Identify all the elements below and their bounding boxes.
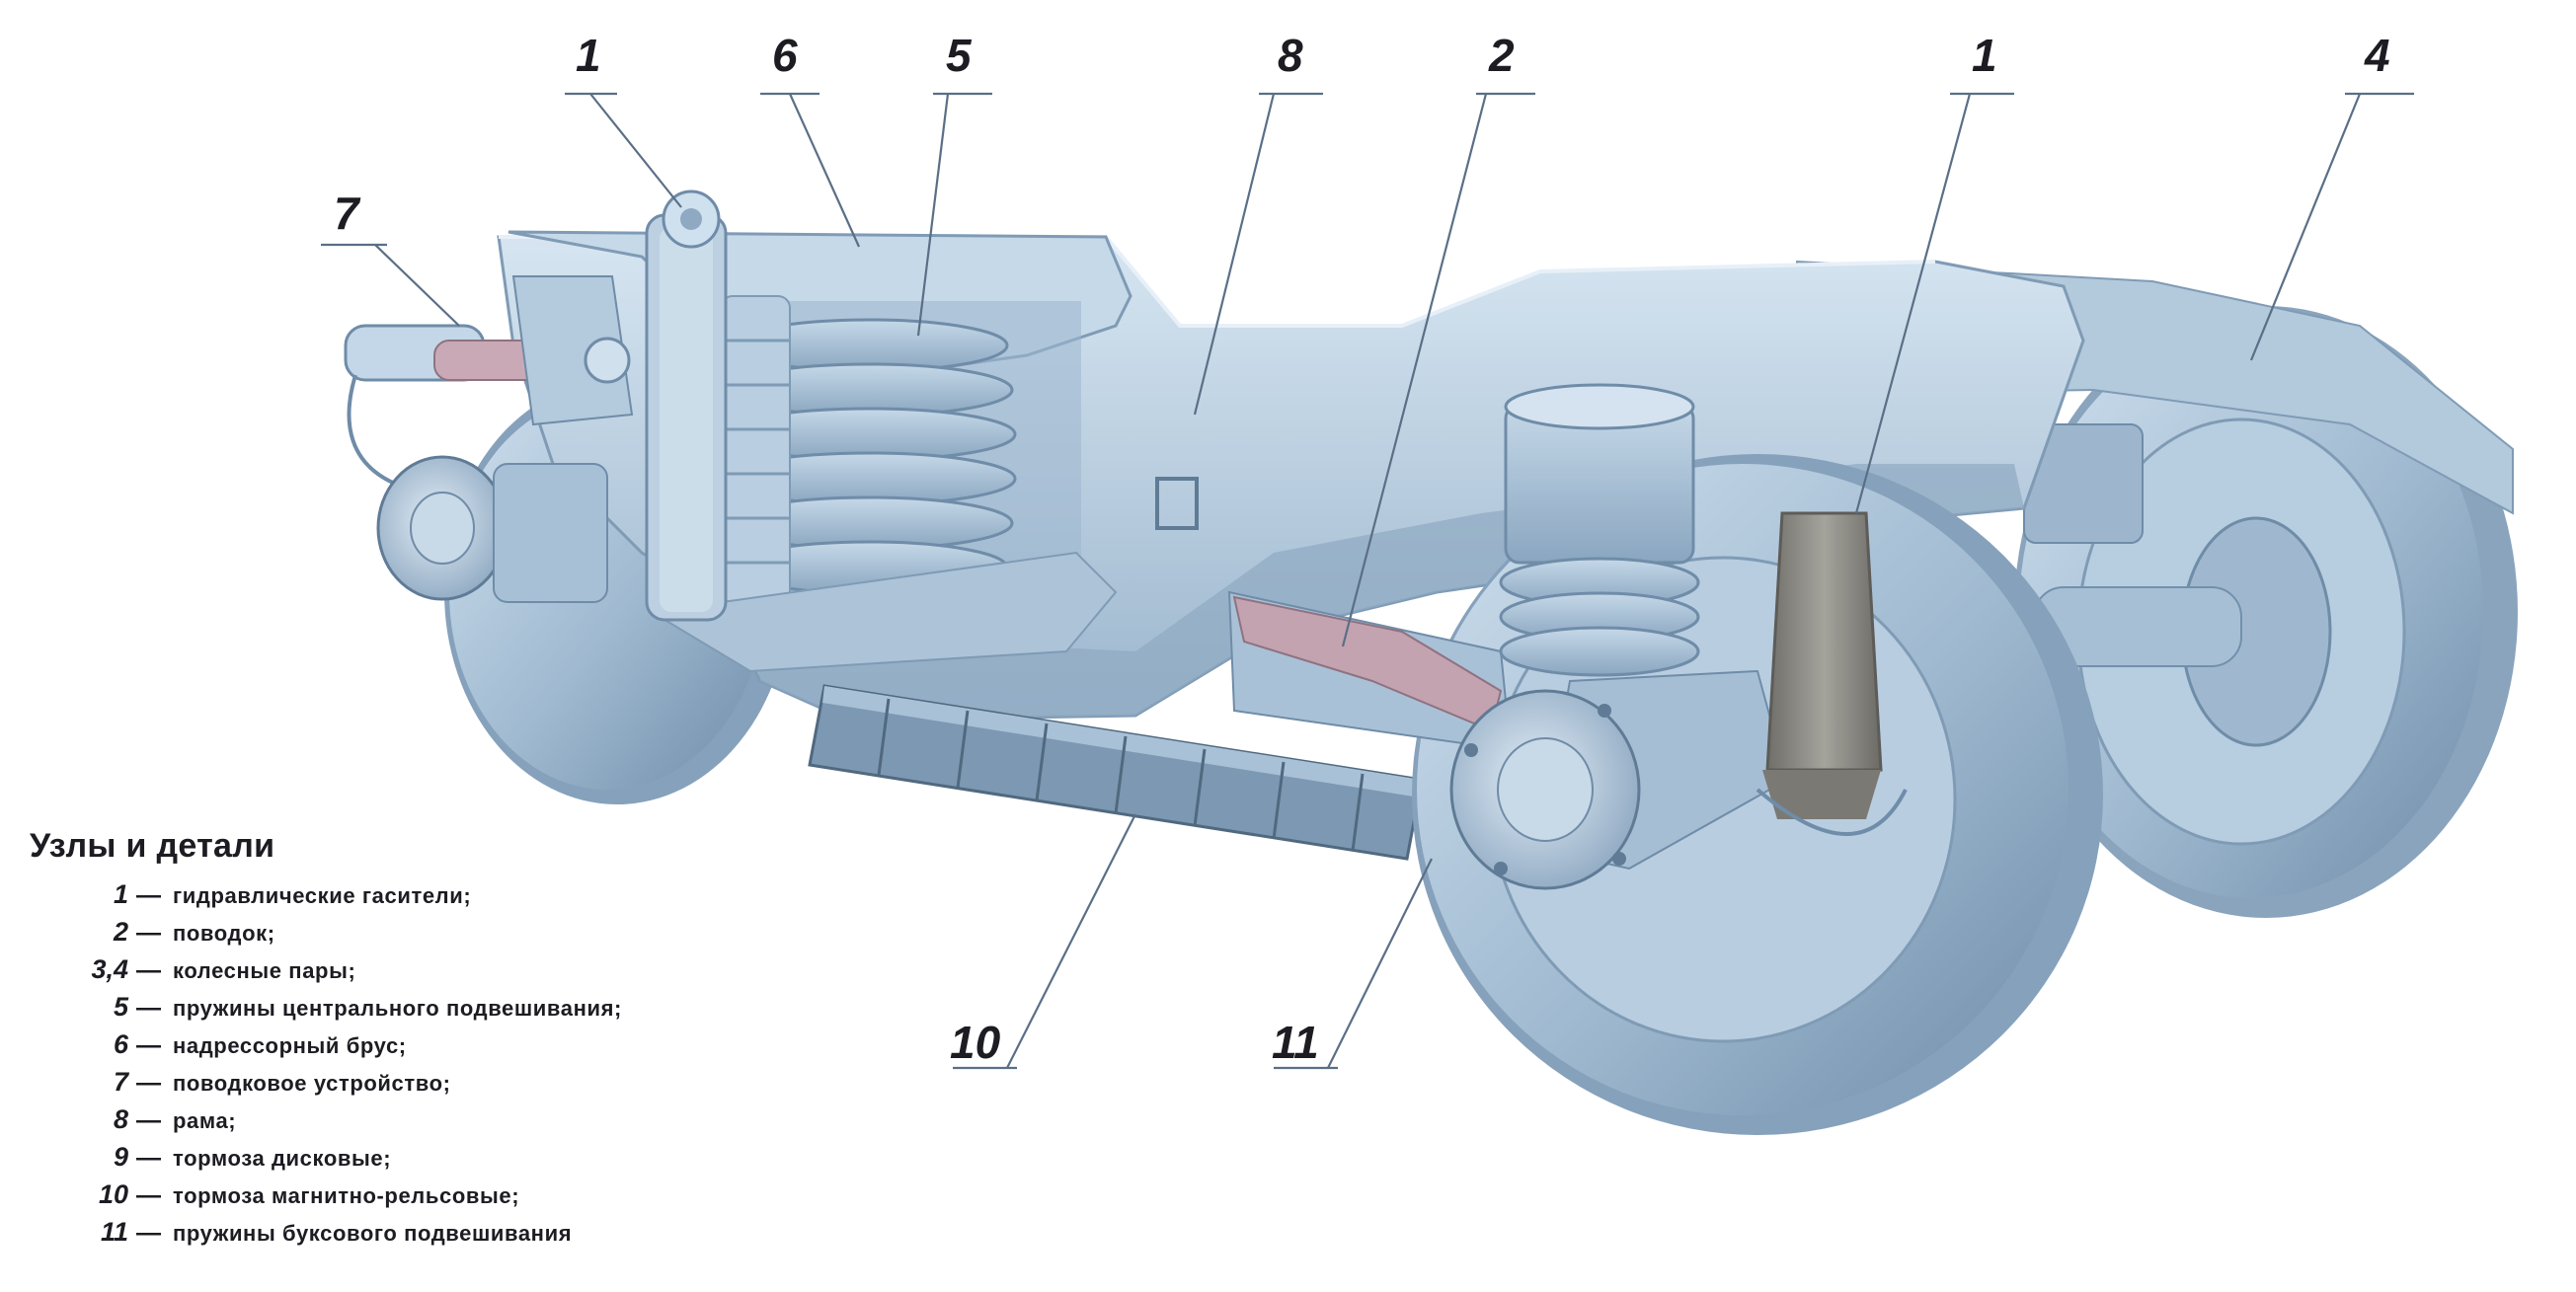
front-left-axlebox <box>376 455 608 603</box>
parts-legend: Узлы и детали 1 — гидравлические гасители;… <box>30 827 622 1254</box>
legend-item-text: пружины центрального подвешивания; <box>173 996 622 1021</box>
legend-item-text: гидравлические гасители; <box>173 883 472 908</box>
callout-11: 11 <box>1272 1017 1319 1068</box>
legend-item-text: поводок; <box>173 921 275 946</box>
legend-item-number: 8 <box>113 1104 128 1134</box>
bolster-assembly <box>507 230 1132 673</box>
legend-item-number: 5 <box>113 992 128 1022</box>
legend-item-dash: — <box>136 1219 161 1247</box>
legend-item-number: 11 <box>100 1217 128 1247</box>
legend-item-number: 2 <box>113 917 128 947</box>
leader-lines <box>321 92 2414 1070</box>
legend-item: 1 — гидравлические гасители; <box>30 879 622 917</box>
legend-item-text: тормоза дисковые; <box>173 1146 392 1171</box>
legend-item: 10 — тормоза магнитно-рельсовые; <box>30 1179 622 1217</box>
legend-item-dash: — <box>136 956 161 984</box>
legend-item-number: 6 <box>113 1029 128 1059</box>
callout-7: 7 <box>334 188 361 239</box>
legend-item-number: 10 <box>98 1179 128 1209</box>
legend-item: 3,4 — колесные пары; <box>30 954 622 992</box>
callout-2: 2 <box>1488 30 1515 81</box>
legend-item-text: тормоза магнитно-рельсовые; <box>173 1183 520 1208</box>
legend-item: 7 — поводковое устройство; <box>30 1067 622 1104</box>
legend-item-dash: — <box>136 994 161 1022</box>
leading-link-device <box>344 275 634 486</box>
legend-item-number: 3,4 <box>91 954 128 984</box>
legend-item-number: 9 <box>113 1142 128 1172</box>
legend-item-text: поводковое устройство; <box>173 1071 451 1096</box>
legend-item-dash: — <box>136 1069 161 1097</box>
outer-spring-coils <box>720 295 791 613</box>
legend-item-dash: — <box>136 1106 161 1134</box>
magnetic-rail-brake <box>808 684 1424 861</box>
centre-spring-coils <box>721 318 1017 595</box>
legend-item: 11 — пружины буксового подвешивания <box>30 1217 622 1254</box>
frame-window <box>1155 477 1199 530</box>
legend-item-dash: — <box>136 1031 161 1059</box>
legend-item-dash: — <box>136 1181 161 1209</box>
legend-item-text: пружины буксового подвешивания <box>173 1221 573 1246</box>
legend-list: 1 — гидравлические гасители; 2 — поводок; 3,4 —… <box>30 879 622 1254</box>
legend-item-text: рама; <box>173 1108 237 1133</box>
axlebox-spring <box>1499 383 1700 677</box>
callout-8: 8 <box>1278 30 1303 81</box>
legend-item-dash: — <box>136 881 161 909</box>
legend-item: 9 — тормоза дисковые; <box>30 1142 622 1179</box>
callout-6: 6 <box>772 30 798 81</box>
legend-item-text: надрессорный брус; <box>173 1033 407 1058</box>
front-right-axlebox <box>1449 669 1789 890</box>
legend-item-dash: — <box>136 1144 161 1172</box>
legend-item-text: колесные пары; <box>173 958 356 983</box>
callout-4: 4 <box>2364 30 2390 81</box>
legend-item-number: 7 <box>113 1067 128 1097</box>
legend-item: 8 — рама; <box>30 1104 622 1142</box>
callout-labels: 1 6 5 8 2 1 4 7 10 11 <box>334 30 2390 1068</box>
callout-5: 5 <box>946 30 973 81</box>
hydraulic-damper-left <box>645 190 728 622</box>
callout-10: 10 <box>950 1017 1001 1068</box>
legend-item-number: 1 <box>113 879 128 909</box>
callout-1-right: 1 <box>1972 30 1997 81</box>
legend-item: 2 — поводок; <box>30 917 622 954</box>
legend-item: 5 — пружины центрального подвешивания; <box>30 992 622 1029</box>
callout-1-left: 1 <box>576 30 601 81</box>
legend-title: Узлы и детали <box>30 827 275 865</box>
legend-item-dash: — <box>136 919 161 947</box>
legend-item: 6 — надрессорный брус; <box>30 1029 622 1067</box>
bolster-lower-plate <box>649 551 1118 673</box>
hydraulic-damper-right <box>1756 511 1908 836</box>
